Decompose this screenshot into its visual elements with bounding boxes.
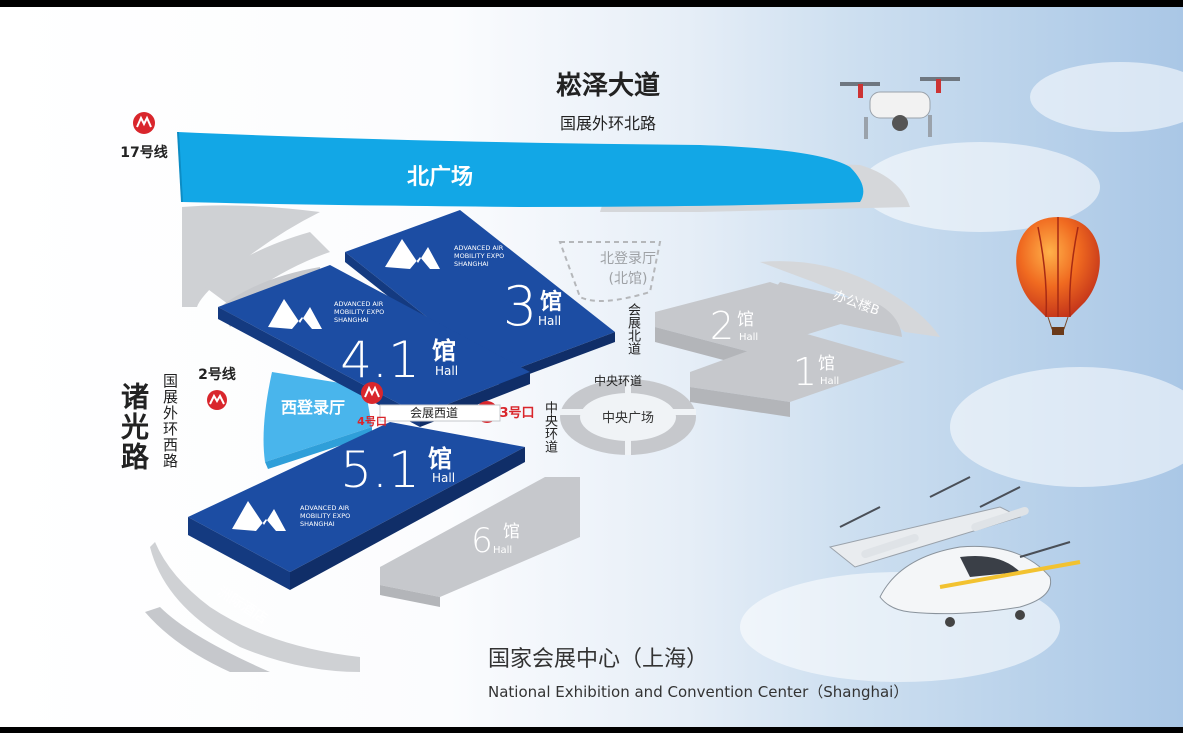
- hall-5-1-label: 5.1: [340, 441, 420, 499]
- hall-1-cn: 馆: [818, 354, 835, 374]
- hall-6-block[interactable]: [380, 477, 580, 597]
- north-lobby-label-1: 北登录厅: [600, 251, 656, 267]
- logo-text-line2: MOBILITY EXPO: [454, 252, 504, 260]
- logo-text-line3c: SHANGHAI: [300, 520, 335, 528]
- metro-exit-3: 3号口: [499, 406, 534, 421]
- hall-6-label: 6: [471, 521, 493, 561]
- exhibition-map: 崧泽大道 国展外环北路 17号线 2号线 北广场 北登录厅 (北馆) 办公楼B …: [120, 62, 1183, 701]
- venue-name-en: National Exhibition and Convention Cente…: [488, 683, 908, 701]
- road-north-main: 崧泽大道: [556, 70, 660, 101]
- hall-1-en: Hall: [820, 376, 839, 387]
- logo-text-line3: SHANGHAI: [454, 260, 489, 268]
- hall-1-block[interactable]: [690, 332, 905, 402]
- hall-3-label: 3: [503, 275, 537, 338]
- metro-line-17: 17号线: [120, 144, 167, 161]
- west-lobby-label: 西登录厅: [281, 398, 345, 417]
- north-plaza-area[interactable]: [178, 132, 864, 207]
- map-canvas: 崧泽大道 国展外环北路 17号线 2号线 北广场 北登录厅 (北馆) 办公楼B …: [0, 7, 1183, 727]
- metro-line-2: 2号线: [198, 366, 236, 383]
- west-road-band: [379, 404, 501, 422]
- road-north-sub: 国展外环北路: [560, 114, 656, 133]
- evtol-aircraft-icon: [828, 476, 1081, 627]
- logo-text-line1c: ADVANCED AIR: [300, 504, 350, 512]
- hall-2-cn: 馆: [737, 310, 754, 330]
- hall-3-en: Hall: [538, 314, 561, 328]
- road-central-ring: 中央环道: [594, 373, 642, 388]
- hall-6-en: Hall: [493, 545, 512, 556]
- hall-2-label: 2: [710, 304, 734, 348]
- west-lobby-area[interactable]: [263, 372, 372, 462]
- hall-2-block[interactable]: [655, 282, 870, 352]
- logo-text-line1b: ADVANCED AIR: [334, 300, 384, 308]
- hall-5-1-cn: 馆: [428, 445, 452, 473]
- hall-2-en: Hall: [739, 332, 758, 343]
- hall-1-label: 1: [793, 350, 817, 394]
- road-west-main: 诸光路: [117, 382, 150, 472]
- logo-text-line2c: MOBILITY EXPO: [300, 512, 350, 520]
- hall-4-1-label: 4.1: [340, 331, 420, 389]
- road-west-inner: 会展西道: [410, 406, 458, 420]
- north-lobby-label-2: (北馆): [609, 271, 648, 287]
- road-central-ring-east: 中央环道: [542, 401, 557, 453]
- north-lobby-area[interactable]: [558, 241, 662, 302]
- hall-5-1-en: Hall: [432, 471, 455, 485]
- logo-text-line1: ADVANCED AIR: [454, 244, 504, 252]
- central-plaza-label: 中央广场: [602, 411, 654, 426]
- southwest-areas: [145, 542, 360, 672]
- venue-name-cn: 国家会展中心（上海）: [488, 647, 708, 672]
- hall-4-1-cn: 馆: [432, 337, 456, 365]
- hall-6-cn: 馆: [503, 522, 520, 542]
- logo-text-line3b: SHANGHAI: [334, 316, 369, 324]
- north-plaza-label: 北广场: [407, 164, 473, 190]
- logo-text-line2b: MOBILITY EXPO: [334, 308, 384, 316]
- central-plaza[interactable]: [560, 377, 696, 455]
- road-west-sub: 国展外环西路: [161, 373, 179, 469]
- drone-icon: [840, 77, 960, 139]
- expo-logo-icon: [232, 239, 440, 531]
- hot-air-balloon-icon: [1016, 217, 1100, 335]
- hall-4-1-en: Hall: [435, 364, 458, 378]
- road-north-inner: 会展北道: [625, 303, 640, 355]
- metro-exit-4: 4号口: [357, 415, 387, 428]
- hall-5-1-block[interactable]: [188, 422, 525, 590]
- hall-3-cn: 馆: [540, 289, 562, 315]
